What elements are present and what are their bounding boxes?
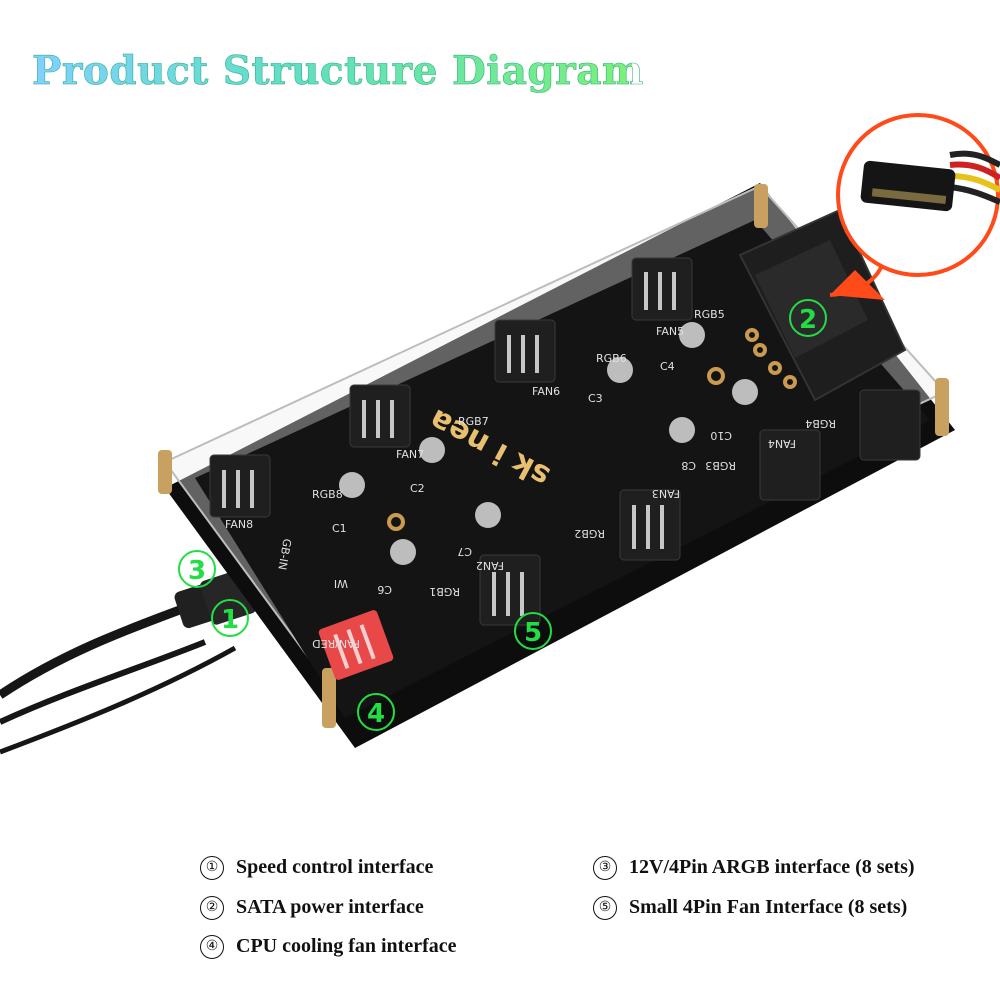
label-rgb8: RGB8 [312,488,343,501]
callout-2-number: 2 [799,305,817,335]
legend-num-5: ⑤ [593,896,617,920]
callout-numbers: 2 3 1 5 4 [188,305,817,729]
callout-3-number: 3 [188,556,206,586]
callout-markers [178,299,827,731]
legend-item-2: ② SATA power interface [200,896,424,920]
legend-item-5: ⑤ Small 4Pin Fan Interface (8 sets) [593,896,907,920]
legend-item-4: ④ CPU cooling fan interface [200,935,457,959]
label-fan7: FAN7 [396,448,424,461]
label-c6: C6 [377,583,392,596]
label-fan3: FAN3 [652,487,680,500]
label-c8: C8 [681,459,696,472]
label-fan4: FAN4 [768,437,796,450]
pins [222,272,676,616]
callout-1-marker [211,599,249,637]
inset-pointer-head [830,270,885,300]
sata-slot [755,240,868,358]
label-gb-in: GB-IN [275,538,293,571]
legend-text-3: 12V/4Pin ARGB interface (8 sets) [629,856,915,878]
capacitors [339,322,758,565]
label-rgb6: RGB6 [596,352,627,365]
callout-4-number: 4 [367,699,385,729]
label-wi: WI [334,577,348,590]
legend-text-2: SATA power interface [236,896,424,918]
callout-5-number: 5 [524,618,542,648]
legend-num-1: ① [200,856,224,880]
legend-item-3: ③ 12V/4Pin ARGB interface (8 sets) [593,856,915,880]
legend-num-3: ③ [593,856,617,880]
page-title: Product Structure Diagram [32,48,644,95]
label-rgb3: RGB3 [705,459,736,472]
cable-2 [0,639,207,725]
callout-5-marker [514,612,552,650]
legend-num-2: ② [200,896,224,920]
label-c1: C1 [332,522,347,535]
legend-item-1: ① Speed control interface [200,856,433,880]
label-rgb5: RGB5 [694,308,725,321]
label-fan5: FAN5 [656,325,684,338]
legend-text-4: CPU cooling fan interface [236,935,457,957]
label-fan8: FAN8 [225,518,253,531]
label-c4: C4 [660,360,675,373]
cpu-fan-pins [333,624,376,670]
callout-3-marker [178,550,216,588]
label-c10: C10 [710,429,732,442]
silkscreen-labels: FAN8 FAN7 FAN6 FAN5 RGB8 RGB7 RGB6 RGB5 … [225,308,725,535]
legend-text-5: Small 4Pin Fan Interface (8 sets) [629,896,908,918]
sata-cable-illustration [860,150,1000,212]
label-rgb1: RGB1 [429,585,460,598]
silkscreen-labels-rotated: FAN/RED RGB1 FAN2 RGB2 FAN3 RGB3 FAN4 RG… [275,417,836,650]
cable-3 [0,645,237,755]
label-rgb2: RGB2 [574,527,605,540]
label-fan2: FAN2 [476,559,504,572]
label-c7: C7 [457,545,472,558]
legend-num-4: ④ [200,935,224,959]
label-fan-red: FAN/RED [312,637,360,650]
solder-pads [387,328,797,531]
label-fan6: FAN6 [532,385,560,398]
cable-1 [0,603,187,699]
pcb [195,220,930,718]
brass-standoffs [158,184,949,728]
label-rgb7: RGB7 [458,415,489,428]
callout-2-marker [789,299,827,337]
legend-text-1: Speed control interface [236,856,434,878]
label-c2: C2 [410,482,425,495]
label-c3: C3 [588,392,603,405]
label-rgb4: RGB4 [805,417,836,430]
callout-4-marker [357,693,395,731]
callout-1-number: 1 [221,605,239,635]
